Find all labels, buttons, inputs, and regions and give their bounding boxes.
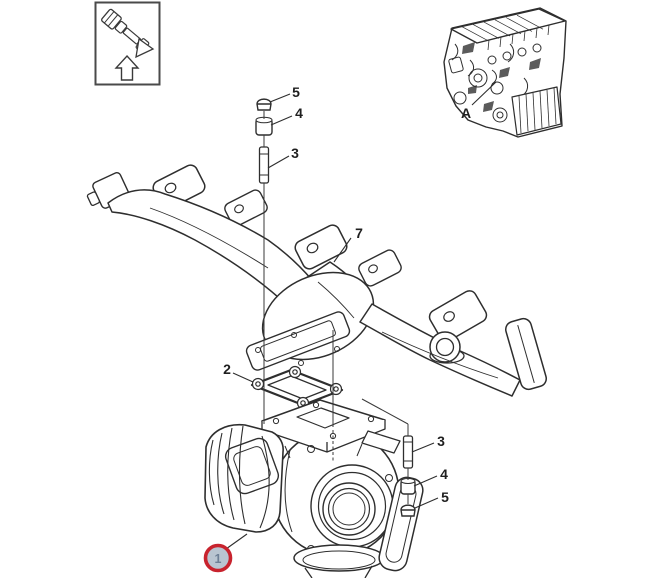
nut-part-right bbox=[400, 504, 416, 517]
leader-lines bbox=[225, 81, 497, 550]
assembly-axis-lines bbox=[263, 111, 409, 504]
turbo-outlet bbox=[293, 544, 385, 578]
oil-pan-ribs bbox=[518, 87, 557, 134]
hotspot-fill[interactable] bbox=[205, 545, 231, 571]
engine-overview bbox=[443, 7, 567, 138]
engine-detail bbox=[448, 43, 542, 123]
callout-3-right: 3 bbox=[437, 433, 445, 449]
valve-cover bbox=[450, 8, 566, 44]
hotspot-label[interactable]: 1 bbox=[215, 552, 222, 566]
manifold-contours bbox=[149, 207, 499, 379]
callout-2-gasket: 2 bbox=[223, 361, 231, 377]
turbocharger-part bbox=[204, 399, 424, 578]
callout-A-engine: A bbox=[461, 105, 471, 121]
callout-4-top: 4 bbox=[295, 105, 303, 121]
manifold-boss bbox=[429, 331, 465, 364]
cylinder-head-lines bbox=[487, 24, 550, 51]
stud-part-right bbox=[402, 435, 414, 469]
exhaust-manifold-part bbox=[86, 164, 547, 397]
callout-3-top: 3 bbox=[291, 145, 299, 161]
manifold-end-flange bbox=[505, 317, 547, 391]
up-arrow-icon bbox=[114, 54, 140, 81]
fasteners-right bbox=[400, 435, 416, 517]
engine-shading bbox=[462, 42, 541, 112]
nut-part-top bbox=[256, 98, 272, 111]
valve-cover-ribs bbox=[461, 14, 544, 42]
turbo-actuator-housing bbox=[204, 423, 293, 533]
driveshaft-icon bbox=[101, 8, 155, 81]
manifold-right-ear bbox=[428, 290, 488, 342]
callout-5-top: 5 bbox=[292, 84, 300, 100]
manifold-outlet-flange bbox=[245, 311, 351, 371]
washer-part-right bbox=[400, 478, 416, 495]
callout-5-right: 5 bbox=[441, 489, 449, 505]
callout-7-manifold: 7 bbox=[355, 225, 363, 241]
turbo-compressor-rings bbox=[310, 464, 394, 548]
washer-part-top bbox=[255, 116, 273, 136]
location-thumbnail bbox=[94, 1, 161, 86]
callout-4-right: 4 bbox=[440, 466, 448, 482]
turbo-bracket bbox=[361, 430, 401, 454]
turbo-inlet-flange bbox=[261, 399, 386, 459]
stud-part-top bbox=[258, 146, 270, 184]
direction-arrow-icon bbox=[135, 37, 155, 59]
part-1-hotspot[interactable]: 1 bbox=[203, 543, 233, 573]
hotspot-ring[interactable] bbox=[203, 543, 233, 573]
